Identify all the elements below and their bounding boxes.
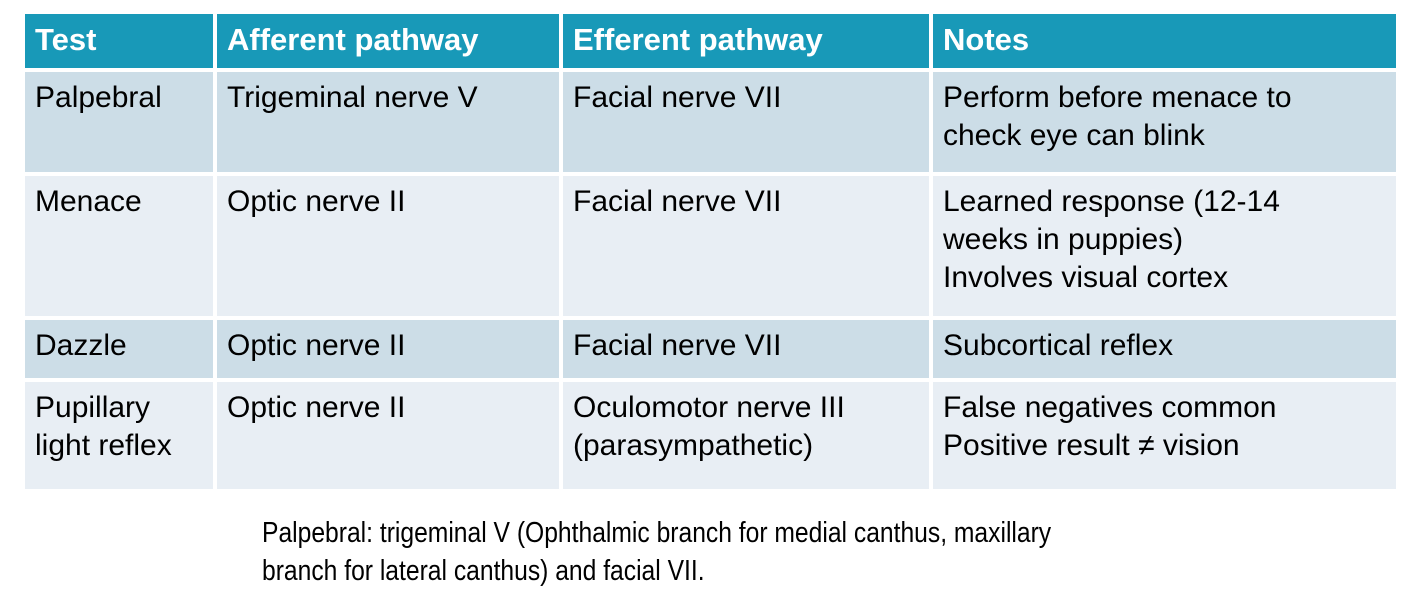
cell-test: Dazzle — [25, 320, 213, 378]
cell-notes: False negatives common Positive result ≠… — [933, 382, 1396, 489]
column-header-notes: Notes — [933, 14, 1396, 68]
cell-notes: Perform before menace to check eye can b… — [933, 72, 1396, 172]
column-header-efferent: Efferent pathway — [563, 14, 929, 68]
column-header-test: Test — [25, 14, 213, 68]
cell-test: Menace — [25, 176, 213, 316]
cell-efferent: Facial nerve VII — [563, 176, 929, 316]
cell-efferent: Facial nerve VII — [563, 320, 929, 378]
footnote: Palpebral: trigeminal V (Ophthalmic bran… — [262, 517, 1052, 587]
cell-afferent: Optic nerve II — [217, 176, 559, 316]
cell-notes: Subcortical reflex — [933, 320, 1396, 378]
table-header-row: Test Afferent pathway Efferent pathway N… — [25, 14, 1396, 68]
cell-afferent: Optic nerve II — [217, 382, 559, 489]
cell-test: Palpebral — [25, 72, 213, 172]
cell-notes: Learned response (12-14 weeks in puppies… — [933, 176, 1396, 316]
cell-efferent: Facial nerve VII — [563, 72, 929, 172]
cell-afferent: Trigeminal nerve V — [217, 72, 559, 172]
cell-afferent: Optic nerve II — [217, 320, 559, 378]
cranial-nerve-tests-table: Test Afferent pathway Efferent pathway N… — [21, 10, 1400, 493]
column-header-afferent: Afferent pathway — [217, 14, 559, 68]
cell-test: Pupillary light reflex — [25, 382, 213, 489]
cell-efferent: Oculomotor nerve III (parasympathetic) — [563, 382, 929, 489]
